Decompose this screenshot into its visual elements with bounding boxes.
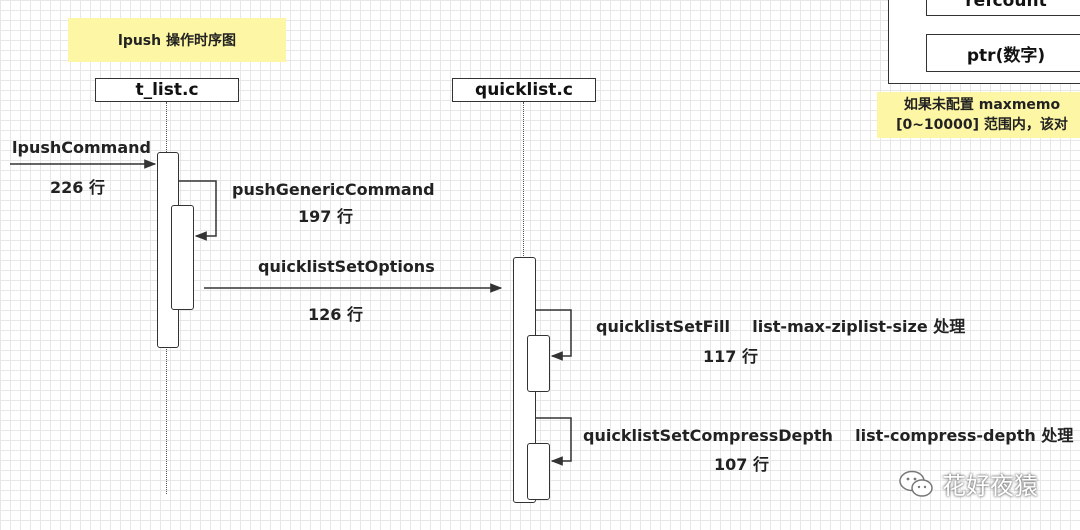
arrow-set-compress bbox=[536, 417, 572, 466]
label-set-options: quicklistSetOptions bbox=[258, 257, 435, 276]
label-lpush-line: 226 行 bbox=[50, 178, 105, 197]
participant-t-list: t_list.c bbox=[95, 78, 239, 102]
participant-quicklist: quicklist.c bbox=[452, 78, 596, 102]
label-set-fill-line: 117 行 bbox=[703, 347, 758, 366]
watermark: 花好夜猿 bbox=[898, 466, 1038, 501]
watermark-text: 花好夜猿 bbox=[942, 472, 1038, 500]
label-lpush-command: lpushCommand bbox=[12, 138, 151, 157]
label-set-options-line: 126 行 bbox=[308, 305, 363, 324]
activation-set-fill bbox=[527, 335, 550, 392]
label-push-generic-line: 197 行 bbox=[298, 207, 353, 226]
memory-note-line2: [0~10000] 范围内，该对 bbox=[896, 117, 1068, 133]
label-set-fill: quicklistSetFill list-max-ziplist-size 处… bbox=[596, 317, 966, 336]
wechat-icon bbox=[899, 470, 933, 497]
label-set-compress: quicklistSetCompressDepth list-compress-… bbox=[583, 426, 1074, 445]
diagram-title: lpush 操作时序图 bbox=[118, 33, 236, 49]
activation-push-generic bbox=[171, 205, 194, 310]
arrow-push-generic bbox=[179, 180, 217, 241]
activation-set-compress bbox=[527, 443, 550, 500]
label-push-generic: pushGenericCommand bbox=[232, 180, 435, 199]
label-set-compress-line: 107 行 bbox=[714, 455, 769, 474]
arrow-set-fill bbox=[536, 309, 572, 361]
ptr-field: ptr(数字) bbox=[926, 34, 1080, 72]
refcount-field: refcount bbox=[926, 0, 1080, 16]
memory-note: 如果未配置 maxmemo [0~10000] 范围内，该对 bbox=[877, 92, 1080, 138]
memory-note-line1: 如果未配置 maxmemo bbox=[903, 97, 1061, 113]
diagram-title-note: lpush 操作时序图 bbox=[68, 18, 286, 62]
